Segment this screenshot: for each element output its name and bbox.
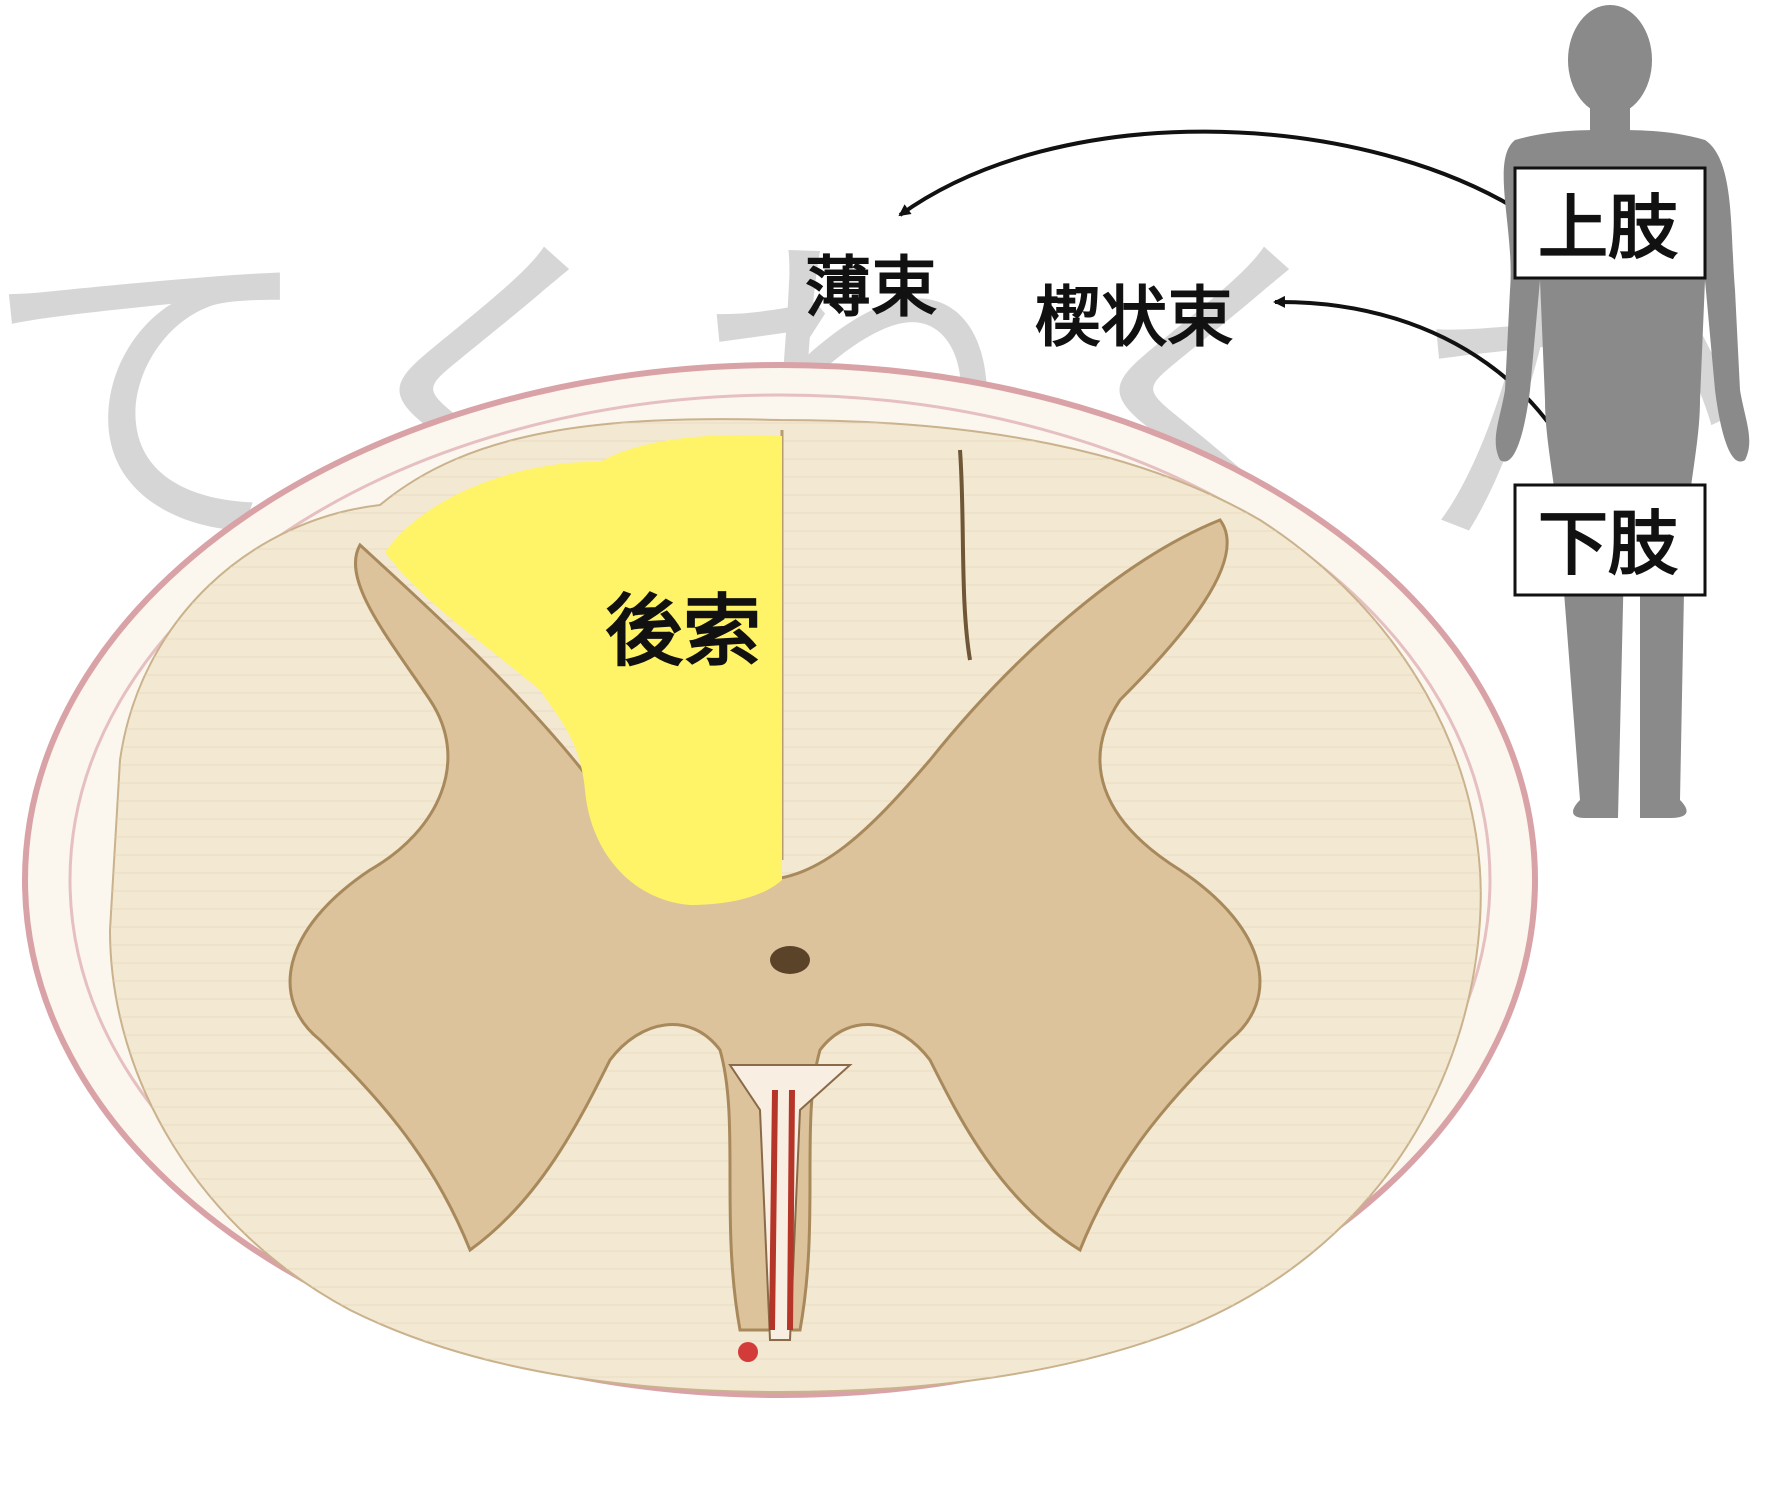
spinal-cord-cross-section (25, 365, 1535, 1395)
lower-limb-box: 下肢 (1515, 485, 1705, 595)
vessel-dot (738, 1342, 758, 1362)
posterior-column-label: 後索 (605, 587, 761, 677)
lower-limb-label: 下肢 (1538, 503, 1679, 585)
fasciculus-cuneatus-label: 楔状束 (1035, 279, 1233, 356)
upper-limb-arrow (900, 132, 1515, 215)
central-canal (770, 946, 810, 974)
fasciculus-gracilis-label: 薄束 (805, 249, 937, 326)
upper-limb-label: 上肢 (1538, 187, 1679, 269)
upper-limb-box: 上肢 (1515, 168, 1705, 278)
